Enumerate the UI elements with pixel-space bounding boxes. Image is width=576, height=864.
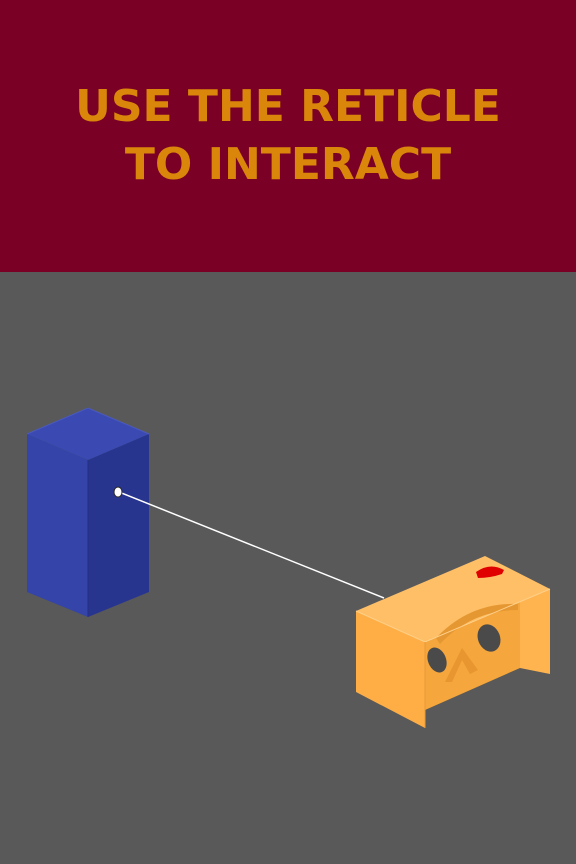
viewer-left-lens bbox=[427, 647, 447, 673]
reticle-ray bbox=[118, 491, 385, 599]
vr-scene bbox=[0, 272, 576, 864]
viewer-lens-panel bbox=[425, 602, 520, 710]
viewer-top-face bbox=[356, 556, 550, 642]
viewer-nose-cutout bbox=[445, 648, 478, 682]
scene-canvas bbox=[26, 407, 551, 728]
viewer-trigger-button[interactable] bbox=[476, 566, 504, 578]
cardboard-vr-viewer-icon[interactable] bbox=[355, 556, 551, 728]
viewer-right-flap bbox=[520, 589, 550, 674]
box-right-face bbox=[88, 434, 149, 617]
viewer-front-face bbox=[356, 611, 425, 728]
blue-box-target[interactable] bbox=[26, 407, 150, 617]
viewer-right-lens bbox=[477, 624, 501, 652]
headline-line-1: USE THE RETICLE bbox=[75, 81, 501, 132]
headline-line-2: TO INTERACT bbox=[124, 139, 452, 190]
instruction-banner: USE THE RETICLE TO INTERACT bbox=[0, 0, 576, 272]
instruction-headline: USE THE RETICLE TO INTERACT bbox=[0, 78, 576, 194]
box-left-face bbox=[27, 434, 88, 617]
reticle-dot-icon bbox=[113, 486, 123, 498]
